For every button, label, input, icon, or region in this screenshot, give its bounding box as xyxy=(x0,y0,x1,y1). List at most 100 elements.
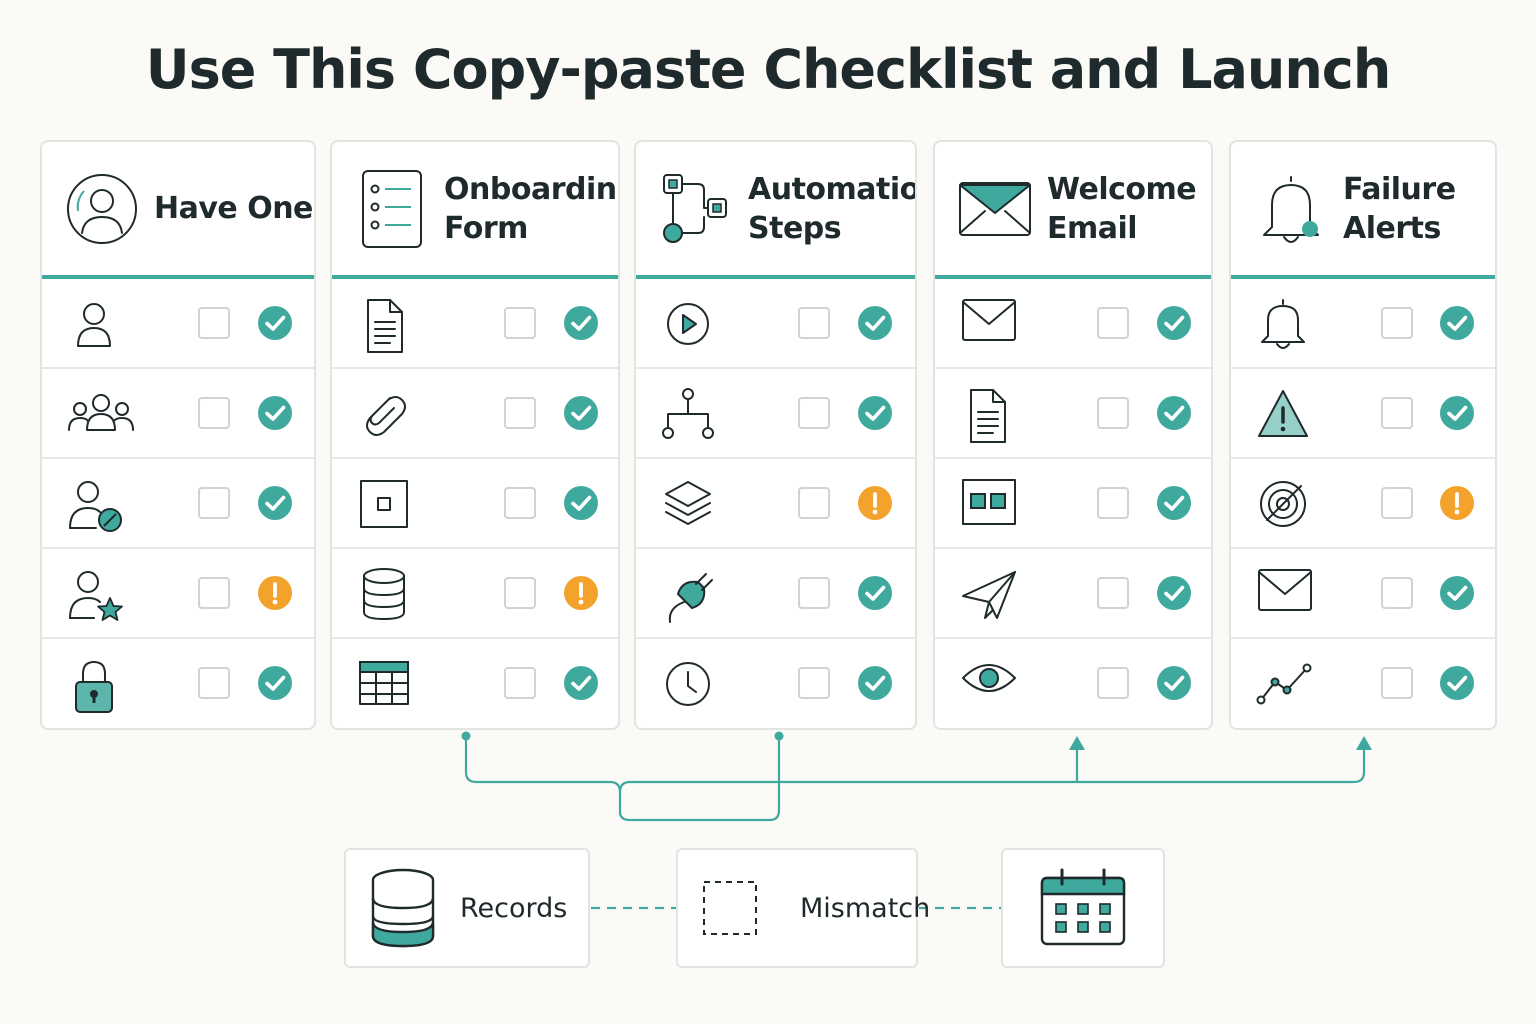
checklist-row xyxy=(935,279,1211,369)
row-checkbox[interactable] xyxy=(504,307,536,339)
checklist-form-icon xyxy=(354,167,430,251)
row-checkbox[interactable] xyxy=(504,667,536,699)
row-checkbox[interactable] xyxy=(198,577,230,609)
checklist-row xyxy=(332,549,618,639)
row-checkbox[interactable] xyxy=(504,577,536,609)
row-checkbox[interactable] xyxy=(198,487,230,519)
card-header: Automation Steps xyxy=(636,142,915,279)
row-checkbox[interactable] xyxy=(1381,577,1413,609)
row-checkbox[interactable] xyxy=(1381,397,1413,429)
row-checkbox[interactable] xyxy=(1381,487,1413,519)
workflow-icon xyxy=(658,167,734,251)
target-icon xyxy=(1255,476,1311,532)
card-header: Failure Alerts xyxy=(1231,142,1495,279)
envelope-icon xyxy=(1255,566,1312,622)
bottom-card-records: Records xyxy=(344,848,590,968)
table-icon xyxy=(356,656,412,712)
checklist-card-4: Welcome Email xyxy=(933,140,1213,730)
hierarchy-icon xyxy=(660,386,716,442)
checklist-row xyxy=(332,639,618,728)
checklist-row xyxy=(636,279,915,369)
paper-plane-icon xyxy=(959,566,1016,622)
clock-icon xyxy=(660,656,716,712)
row-checkbox[interactable] xyxy=(198,307,230,339)
card-title: Have One xyxy=(154,191,313,226)
row-checkbox[interactable] xyxy=(198,397,230,429)
row-checkbox[interactable] xyxy=(1097,577,1129,609)
check-circle-icon xyxy=(1157,576,1191,610)
card-header: Welcome Email xyxy=(935,142,1211,279)
bottom-card-mismatch: Mismatch xyxy=(676,848,930,968)
checklist-row xyxy=(636,549,915,639)
document-icon xyxy=(356,296,412,353)
user-circle-icon xyxy=(64,167,140,251)
check-circle-icon xyxy=(858,576,892,610)
check-circle-icon xyxy=(858,396,892,430)
row-checkbox[interactable] xyxy=(1097,397,1129,429)
row-checkbox[interactable] xyxy=(1097,307,1129,339)
row-checkbox[interactable] xyxy=(798,307,830,339)
layout-blocks-icon xyxy=(959,476,1016,532)
warning-circle-icon xyxy=(1440,486,1474,520)
bottom-card-calendar xyxy=(1001,848,1165,968)
row-checkbox[interactable] xyxy=(1097,667,1129,699)
checklist-row xyxy=(935,549,1211,639)
bell-dot-icon xyxy=(1253,167,1329,251)
checklist-row xyxy=(42,459,314,549)
checklist-row xyxy=(42,369,314,459)
row-checkbox[interactable] xyxy=(798,577,830,609)
check-circle-icon xyxy=(258,666,292,700)
document-icon xyxy=(959,386,1015,443)
row-checkbox[interactable] xyxy=(504,397,536,429)
connector-dot-form xyxy=(461,731,471,741)
row-checkbox[interactable] xyxy=(198,667,230,699)
database-icon xyxy=(356,566,412,622)
row-checkbox[interactable] xyxy=(1097,487,1129,519)
row-checkbox[interactable] xyxy=(1381,667,1413,699)
check-circle-icon xyxy=(1440,576,1474,610)
connector-dot-automation xyxy=(774,731,784,741)
connector-form-to-bracket xyxy=(464,736,781,822)
check-circle-icon xyxy=(1157,486,1191,520)
warning-circle-icon xyxy=(258,576,292,610)
row-checkbox[interactable] xyxy=(1381,307,1413,339)
row-checkbox[interactable] xyxy=(504,487,536,519)
bell-icon xyxy=(1255,296,1311,352)
checklist-row xyxy=(42,549,314,639)
paperclip-icon xyxy=(356,386,412,442)
check-circle-icon xyxy=(1157,306,1191,340)
line-chart-icon xyxy=(1255,656,1312,712)
row-checkbox[interactable] xyxy=(798,487,830,519)
row-checkbox[interactable] xyxy=(798,667,830,699)
card-header: Have One xyxy=(42,142,314,279)
group-icon xyxy=(66,386,134,442)
user-icon xyxy=(66,296,122,352)
check-circle-icon xyxy=(1440,666,1474,700)
check-circle-icon xyxy=(258,306,292,340)
check-circle-icon xyxy=(258,486,292,520)
card-header: Onboarding Form xyxy=(332,142,618,279)
checklist-card-1: Have One xyxy=(40,140,316,730)
card-title: Automation Steps xyxy=(748,171,915,246)
card-title: Failure Alerts xyxy=(1343,171,1456,246)
arrow-to-welcome xyxy=(1069,736,1085,750)
eye-icon xyxy=(959,656,1016,712)
checklist-card-3: Automation Steps xyxy=(634,140,917,730)
warning-circle-icon xyxy=(564,576,598,610)
envelope-filled-icon xyxy=(957,167,1033,251)
checklist-row xyxy=(636,639,915,728)
envelope-icon xyxy=(959,296,1016,352)
check-circle-icon xyxy=(1440,396,1474,430)
checklist-row xyxy=(636,369,915,459)
row-checkbox[interactable] xyxy=(798,397,830,429)
check-circle-icon xyxy=(564,306,598,340)
checklist-row xyxy=(332,279,618,369)
checklist-row xyxy=(42,279,314,369)
layers-icon xyxy=(660,476,716,532)
bottom-card-label: Records xyxy=(460,892,568,924)
arrow-to-alerts xyxy=(1356,736,1372,750)
check-circle-icon xyxy=(1157,396,1191,430)
checklist-row xyxy=(1231,639,1495,728)
play-icon xyxy=(660,296,716,352)
